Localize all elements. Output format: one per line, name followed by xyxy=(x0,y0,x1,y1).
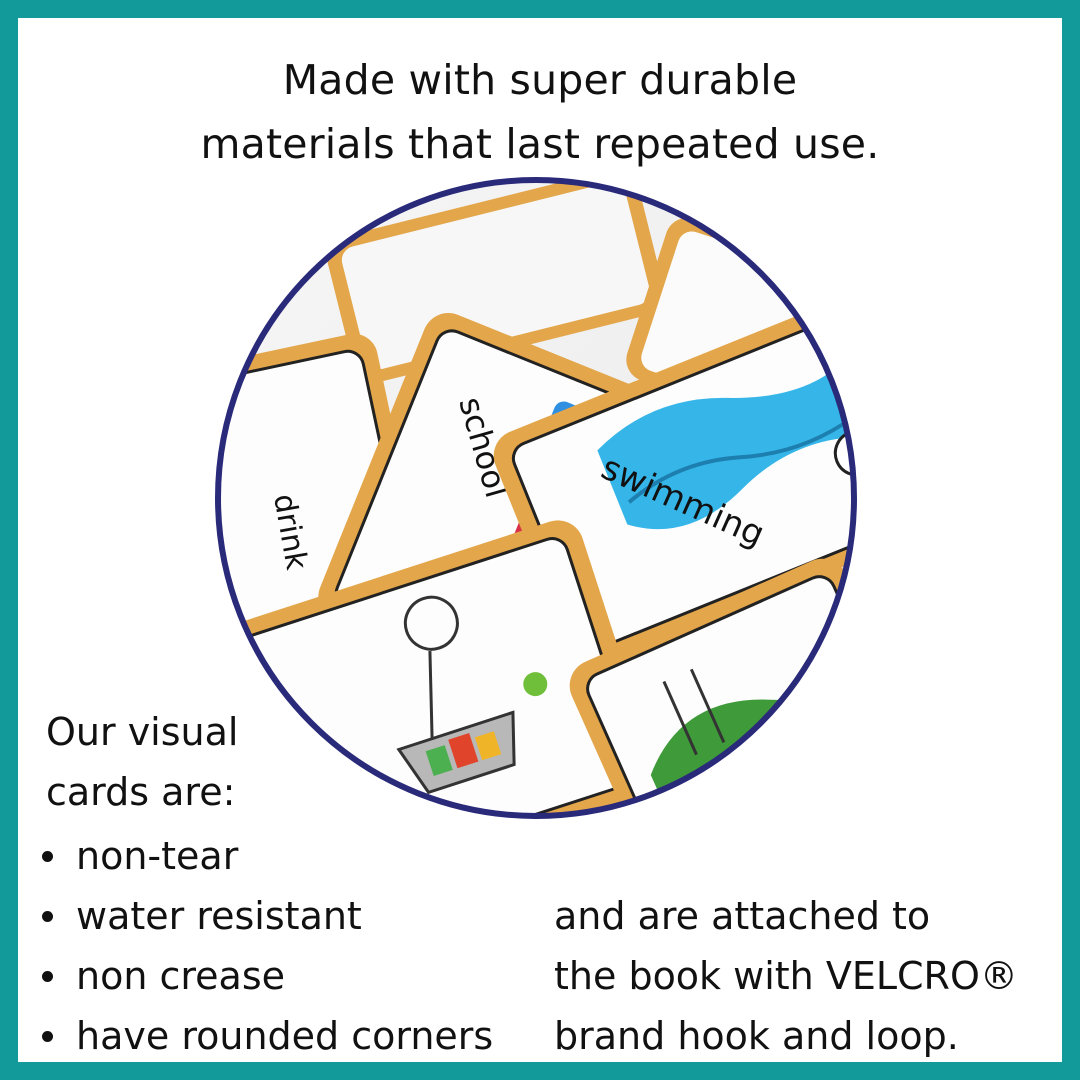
bullet-dot-icon xyxy=(42,1030,53,1042)
intro-text: Our visual cards are: xyxy=(46,702,247,822)
feature-item: water resistant xyxy=(38,886,493,946)
headline: Made with super durable materials that l… xyxy=(18,48,1062,176)
bullet-dot-icon xyxy=(42,970,53,982)
attachment-line-2: the book with VELCRO® xyxy=(554,954,1018,998)
bullet-dot-icon xyxy=(42,850,53,862)
intro-line-1: Our visual xyxy=(46,710,239,754)
card-back-top xyxy=(327,180,665,383)
intro-line-2: cards are: xyxy=(46,770,236,814)
headline-line-1: Made with super durable xyxy=(282,56,798,104)
feature-label: non crease xyxy=(76,954,286,998)
cards-photo: drink school swimming xyxy=(215,177,857,819)
feature-label: water resistant xyxy=(76,894,362,938)
attachment-line-1: and are attached to xyxy=(554,894,931,938)
attachment-line-3: brand hook and loop. xyxy=(554,1014,959,1058)
feature-item: have rounded corners xyxy=(38,1006,494,1062)
headline-line-2: materials that last repeated use. xyxy=(200,120,880,168)
feature-list: non-tear water resistant non crease have… xyxy=(38,826,494,1062)
feature-item: non-tear xyxy=(38,826,493,886)
feature-label: have rounded corners xyxy=(76,1014,494,1058)
attachment-text: and are attached to the book with VELCRO… xyxy=(554,886,1018,1062)
feature-label: non-tear xyxy=(76,834,239,878)
bullet-dot-icon xyxy=(42,910,53,922)
feature-item: non crease xyxy=(38,946,493,1006)
